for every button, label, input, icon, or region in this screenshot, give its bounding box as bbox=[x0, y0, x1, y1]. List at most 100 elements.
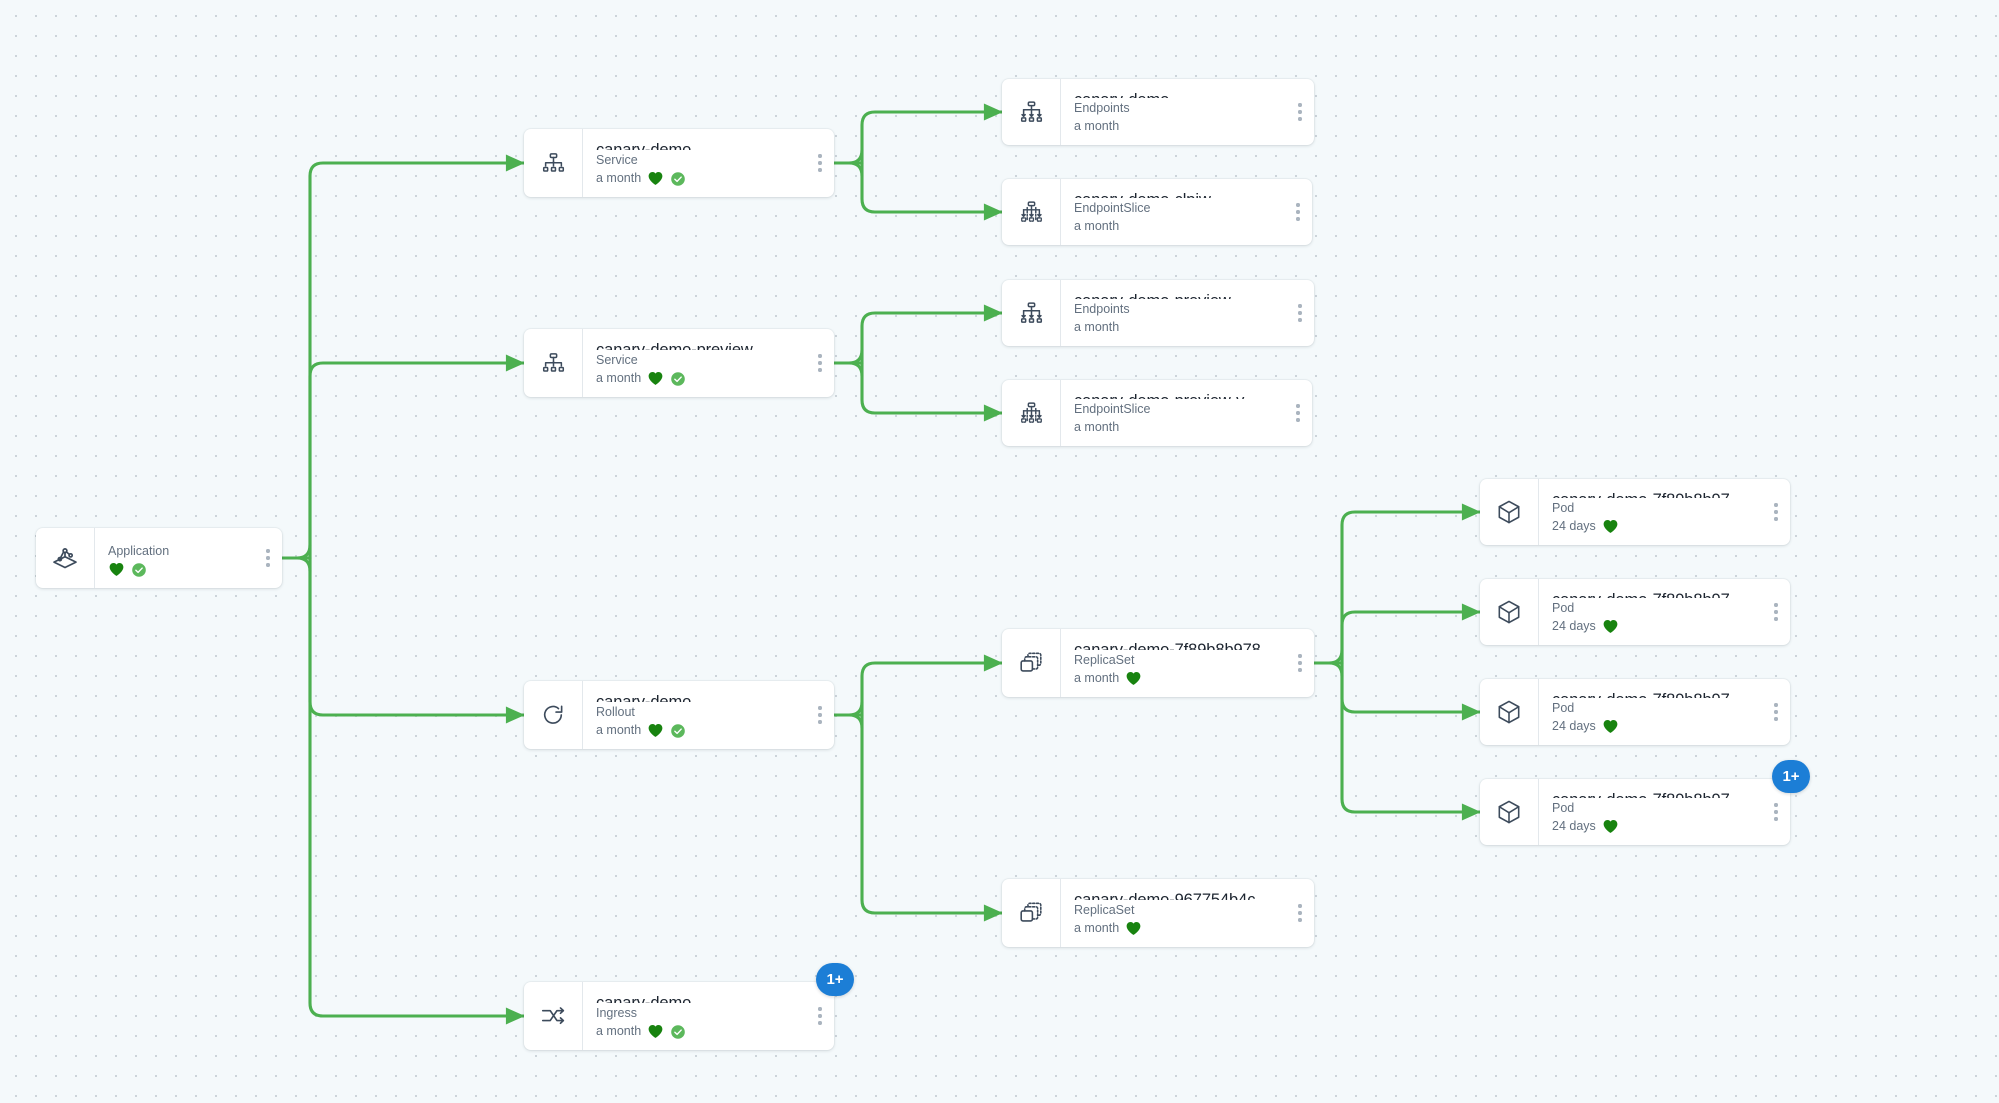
node-menu-button[interactable] bbox=[806, 681, 834, 749]
kebab-menu-icon bbox=[1298, 902, 1302, 924]
node-age: 24 days bbox=[1552, 819, 1596, 833]
edge-connector bbox=[308, 354, 526, 560]
node-menu-button[interactable] bbox=[1762, 579, 1790, 645]
hidden-children-count-badge[interactable]: 1+ bbox=[1772, 760, 1810, 793]
edge-junction bbox=[1327, 648, 1344, 678]
endpoints-icon bbox=[1002, 79, 1060, 145]
node-menu-button[interactable] bbox=[1762, 479, 1790, 545]
replicaset-icon bbox=[1002, 879, 1060, 947]
sync-status-icon bbox=[671, 1024, 685, 1039]
edge-connector bbox=[1340, 603, 1482, 665]
node-kind: Rollout bbox=[596, 705, 635, 719]
kebab-menu-icon bbox=[266, 547, 270, 569]
health-status-icon bbox=[648, 1025, 663, 1038]
node-kind: EndpointSlice bbox=[1074, 402, 1151, 416]
kebab-menu-icon bbox=[1774, 801, 1778, 823]
health-status-icon bbox=[1126, 672, 1141, 685]
application-icon bbox=[36, 528, 94, 588]
node-menu-button[interactable] bbox=[1762, 779, 1790, 845]
node-meta: a month bbox=[1074, 218, 1280, 235]
node-meta: a month bbox=[596, 370, 802, 387]
node-kind: Ingress bbox=[596, 1006, 637, 1020]
kebab-menu-icon bbox=[1298, 302, 1302, 324]
resource-node-endpoints[interactable]: canary-demoEndpointsa month bbox=[1002, 79, 1314, 145]
node-title: canary-demo-preview-v... bbox=[1074, 391, 1280, 399]
node-menu-button[interactable] bbox=[1286, 79, 1314, 145]
node-body: canary-demo-preview-v... EndpointSlice a m… bbox=[1060, 380, 1284, 446]
node-body: canary-demoEndpointsa month bbox=[1060, 79, 1286, 145]
resource-node-endpointslice[interactable]: canary-demo-clpjwEndpointSlicea month bbox=[1002, 179, 1312, 245]
ingress-icon bbox=[524, 982, 582, 1050]
sync-status-icon bbox=[132, 562, 146, 577]
node-menu-button[interactable] bbox=[1284, 380, 1312, 446]
node-age: a month bbox=[596, 371, 642, 385]
kebab-menu-icon bbox=[1774, 701, 1778, 723]
node-age: a month bbox=[1074, 420, 1120, 434]
edge-junction bbox=[847, 700, 864, 730]
node-kind: Pod bbox=[1552, 501, 1575, 515]
node-meta: 24 days bbox=[1552, 618, 1758, 635]
resource-node-application[interactable]: canary-demoApplication bbox=[36, 528, 282, 588]
edge-junction bbox=[847, 348, 864, 378]
health-status-icon bbox=[1603, 520, 1618, 533]
health-status-icon bbox=[648, 172, 663, 185]
sync-status-icon bbox=[671, 371, 685, 386]
node-age: 24 days bbox=[1552, 619, 1596, 633]
hidden-children-count-badge[interactable]: 1+ bbox=[816, 963, 854, 996]
node-menu-button[interactable] bbox=[254, 528, 282, 588]
health-status-icon bbox=[1126, 922, 1141, 935]
node-body: canary-demoApplication bbox=[94, 528, 254, 588]
node-title: canary-demo-7f89b8b97... bbox=[1552, 590, 1758, 598]
node-kind: Endpoints bbox=[1074, 101, 1130, 115]
node-age: 24 days bbox=[1552, 719, 1596, 733]
resource-node-pod[interactable]: canary-demo-7f89b8b97... Pod 24 days bbox=[1480, 479, 1790, 545]
node-title: canary-demo-7f89b8b97... bbox=[1552, 490, 1758, 498]
edge-connector bbox=[1340, 503, 1482, 665]
node-meta: a month bbox=[1074, 670, 1282, 687]
endpoints-icon bbox=[1002, 280, 1060, 346]
node-menu-button[interactable] bbox=[1286, 879, 1314, 947]
node-title: canary-demo-7f89b8b97... bbox=[1552, 690, 1758, 698]
node-age: a month bbox=[1074, 119, 1120, 133]
kebab-menu-icon bbox=[1296, 201, 1300, 223]
node-menu-button[interactable] bbox=[806, 329, 834, 397]
kebab-menu-icon bbox=[818, 152, 822, 174]
node-menu-button[interactable] bbox=[1286, 280, 1314, 346]
sync-status-icon bbox=[671, 171, 685, 186]
node-title: canary-demo-clpjw bbox=[1074, 190, 1280, 198]
health-status-icon bbox=[648, 724, 663, 737]
node-meta: a month bbox=[1074, 319, 1282, 336]
node-meta: a month bbox=[1074, 920, 1282, 937]
kebab-menu-icon bbox=[818, 352, 822, 374]
node-menu-button[interactable] bbox=[1284, 179, 1312, 245]
node-age: 24 days bbox=[1552, 519, 1596, 533]
edge-connector bbox=[860, 654, 1004, 717]
node-kind: Endpoints bbox=[1074, 302, 1130, 316]
kebab-menu-icon bbox=[1774, 601, 1778, 623]
kebab-menu-icon bbox=[1774, 501, 1778, 523]
node-menu-button[interactable] bbox=[806, 129, 834, 197]
node-meta: 24 days bbox=[1552, 518, 1758, 535]
edge-connector bbox=[1340, 661, 1482, 721]
kebab-menu-icon bbox=[1298, 652, 1302, 674]
endpointslice-icon bbox=[1002, 380, 1060, 446]
resource-node-endpoints[interactable]: canary-demo-previewEndpointsa month bbox=[1002, 280, 1314, 346]
node-menu-button[interactable] bbox=[806, 982, 834, 1050]
edge-connector bbox=[308, 154, 526, 560]
node-menu-button[interactable] bbox=[1286, 629, 1314, 697]
resource-node-endpointslice[interactable]: canary-demo-preview-v... EndpointSlice a m… bbox=[1002, 380, 1312, 446]
node-age: a month bbox=[1074, 320, 1120, 334]
node-menu-button[interactable] bbox=[1762, 679, 1790, 745]
